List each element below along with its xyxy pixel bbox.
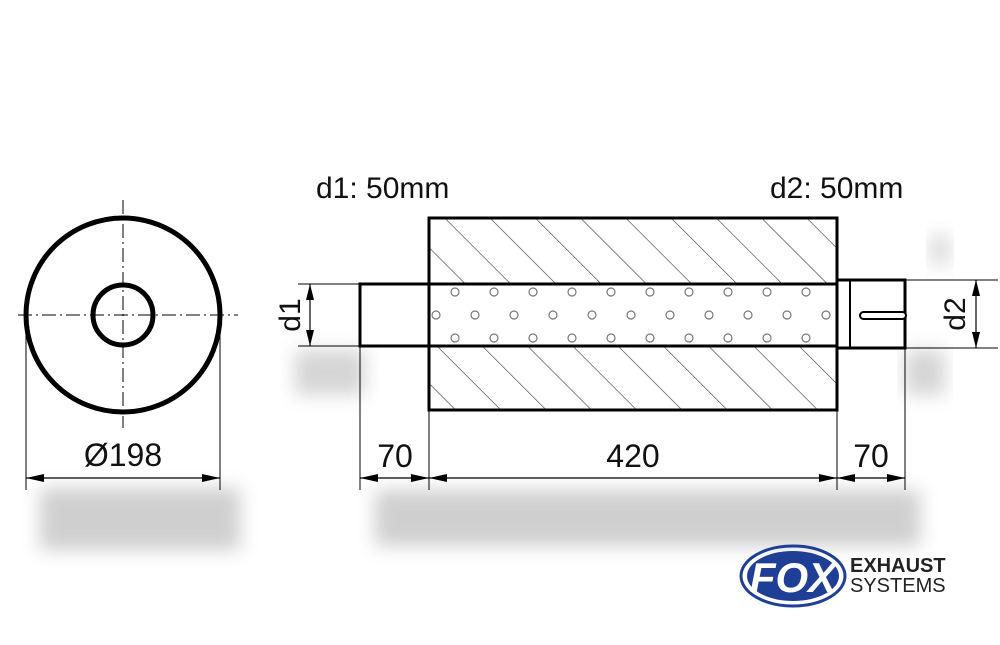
logo-line1: EXHAUST bbox=[850, 555, 946, 577]
diameter-label: Ø198 bbox=[84, 437, 162, 473]
drop-shadows bbox=[40, 235, 950, 550]
logo-line2: SYSTEMS bbox=[850, 575, 946, 597]
d2-spec-label: d2: 50mm bbox=[770, 172, 903, 205]
d2-mark: d2 bbox=[939, 297, 972, 330]
side-view: d1: 50mm d2: 50mm d1 bbox=[274, 172, 998, 490]
body-length-label: 420 bbox=[606, 438, 659, 474]
end-view: Ø198 bbox=[18, 200, 238, 490]
perforation-holes bbox=[431, 287, 831, 343]
d1-mark: d1 bbox=[274, 298, 307, 331]
logo-mark: FOX bbox=[750, 554, 839, 601]
fox-logo: FOX EXHAUST SYSTEMS bbox=[739, 544, 946, 608]
inlet-length-label: 70 bbox=[377, 438, 413, 474]
inlet-pipe bbox=[358, 282, 431, 348]
outlet-length-label: 70 bbox=[853, 438, 889, 474]
outlet-slot bbox=[859, 311, 907, 320]
d1-spec-label: d1: 50mm bbox=[316, 172, 449, 205]
